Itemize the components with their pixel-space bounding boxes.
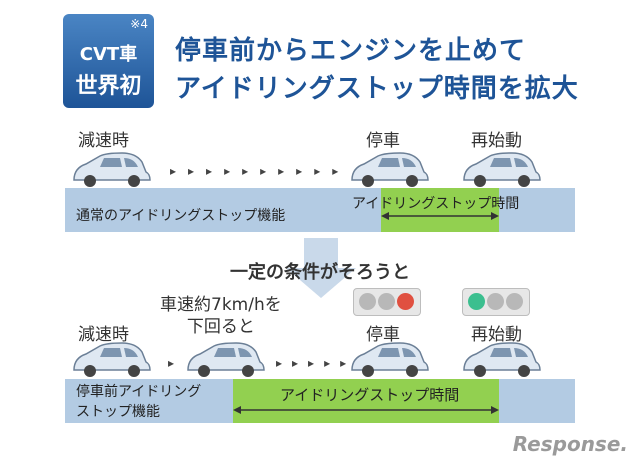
car-icon [73, 152, 151, 187]
world-first-badge: ※4 CVT車 世界初 [63, 14, 154, 108]
bottom-stop-label: 停車 [366, 325, 400, 345]
top-decel-label: 減速時 [78, 131, 129, 151]
bottom-bar-label: 停車前アイドリング ストップ機能 [76, 384, 202, 420]
top-stop-label: 停車 [366, 131, 400, 151]
car-icon [351, 342, 429, 377]
car-icon [187, 342, 265, 377]
car-icon [463, 152, 541, 187]
top-restart-label: 再始動 [471, 131, 522, 151]
car-icon [463, 342, 541, 377]
car-icon [351, 152, 429, 187]
down-arrow-icon [286, 238, 356, 298]
car-icon [73, 342, 151, 377]
top-double-arrow [381, 212, 499, 220]
bottom-decel-label: 減速時 [78, 325, 129, 345]
condition-text: 一定の条件がそろうと [230, 262, 410, 283]
bottom-green-label: アイドリングストップ時間 [280, 386, 460, 404]
bottom-speed-label: 車速約7km/hを 下回ると [160, 295, 282, 337]
badge-world-first-label: 世界初 [75, 74, 142, 99]
bottom-progress-dots-1: ▸ [168, 356, 181, 370]
top-green-segment [381, 188, 499, 232]
bottom-double-arrow [233, 406, 499, 414]
response-logo: Response. [512, 432, 628, 456]
bottom-restart-label: 再始動 [471, 325, 522, 345]
top-bar-label: 通常のアイドリングストップ機能 [76, 208, 286, 224]
bottom-progress-dots-2: ▸▸▸▸▸ [276, 356, 357, 370]
top-green-label: アイドリングストップ時間 [352, 196, 520, 212]
traffic-light-green-icon [462, 288, 530, 316]
headline-line1: 停車前からエンジンを止めて [175, 36, 527, 66]
footnote-mark: ※4 [130, 17, 148, 31]
top-progress-dots: ▸▸▸▸▸▸▸▸▸▸ [170, 164, 351, 178]
badge-cvt-label: CVT車 [79, 44, 138, 65]
headline-line2: アイドリングストップ時間を拡大 [175, 74, 579, 104]
bottom-green-segment [233, 379, 499, 423]
traffic-light-red-icon [353, 288, 421, 316]
